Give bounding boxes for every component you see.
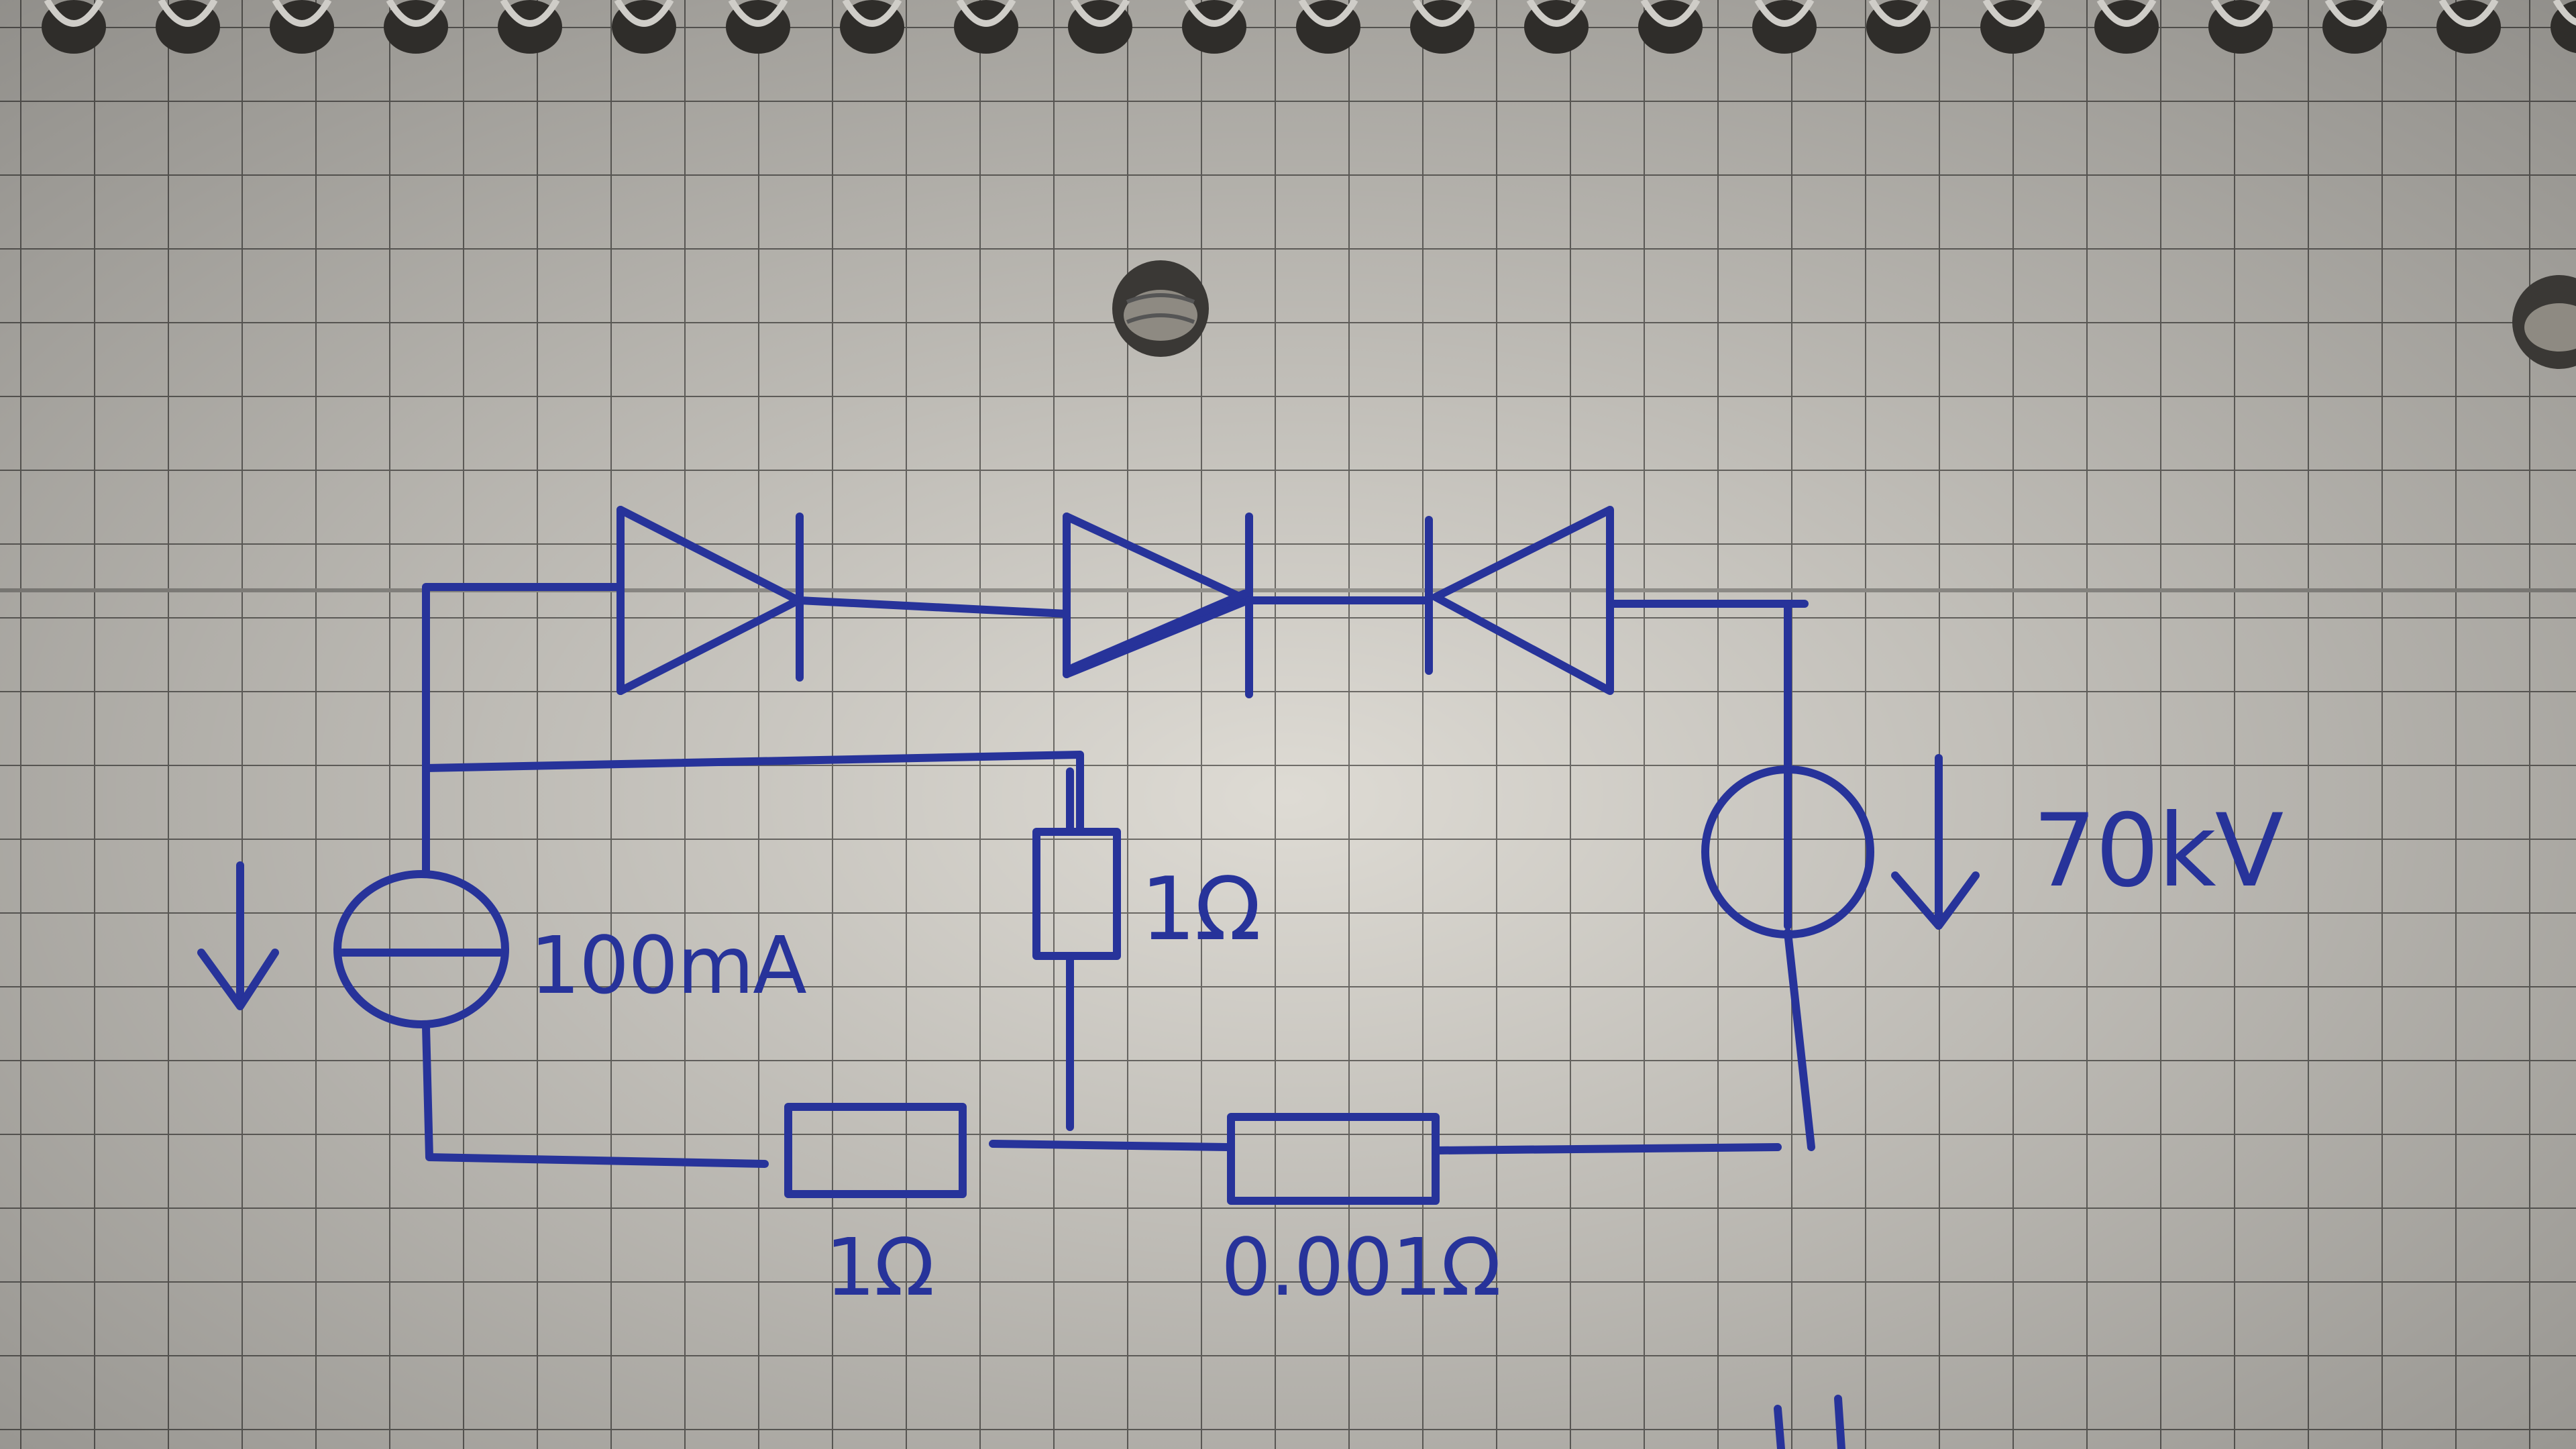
binding-ring [1412,0,1472,27]
resistor-vertical-label: 1Ω [1140,858,1260,960]
binding-ring [500,0,560,27]
binding-ring [1298,0,1358,27]
punched-hole [2512,275,2576,369]
current-arrow-down [197,861,279,1010]
stray-ink-mark [1834,1395,1845,1449]
binding-ring [842,0,902,27]
resistor-vertical [1032,828,1121,960]
binding-ring [2553,0,2576,26]
binding-ring [1640,0,1701,27]
wire-left-lower [422,1022,769,1168]
voltage-arrow-down [1891,754,1980,930]
current-source [333,870,509,1028]
resistor-bottom-left [784,1103,967,1198]
binding-ring [956,0,1016,27]
punched-hole [1112,260,1209,357]
binding-ring [1184,0,1244,27]
binding-ring [44,0,104,27]
binding-ring [2438,0,2499,27]
voltage-source-label: 70kV [2033,793,2284,910]
binding-ring [158,0,218,27]
binding-ring [1526,0,1587,27]
wire-right-lower [1784,928,1815,1151]
binding-ring [2324,0,2385,27]
wire-diode1-diode2 [796,596,1071,618]
resistor-bottom-right [1227,1113,1440,1205]
wire-bottom-middle [989,1140,1232,1151]
stray-ink-mark [1774,1405,1785,1449]
binding-ring [728,0,788,27]
current-source-label: 100mA [530,919,806,1012]
binding-ring [1070,0,1130,27]
wire-top-left [422,583,625,876]
binding-ring [1754,0,1815,27]
wire-middle-branch [422,751,1084,836]
wire-bottom-right [1432,1143,1782,1155]
binding-ring [386,0,446,27]
resistor-bottom-left-label: 1Ω [825,1221,933,1313]
spiral-binding [42,0,2576,54]
binding-ring [1868,0,1929,27]
binding-ring [1982,0,2043,27]
binding-ring [2096,0,2157,27]
binding-ring [272,0,332,27]
resistor-bottom-right-label: 0.001Ω [1221,1221,1500,1313]
binding-ring [2210,0,2271,27]
binding-ring [614,0,674,27]
circuit-ink [197,506,1980,1449]
